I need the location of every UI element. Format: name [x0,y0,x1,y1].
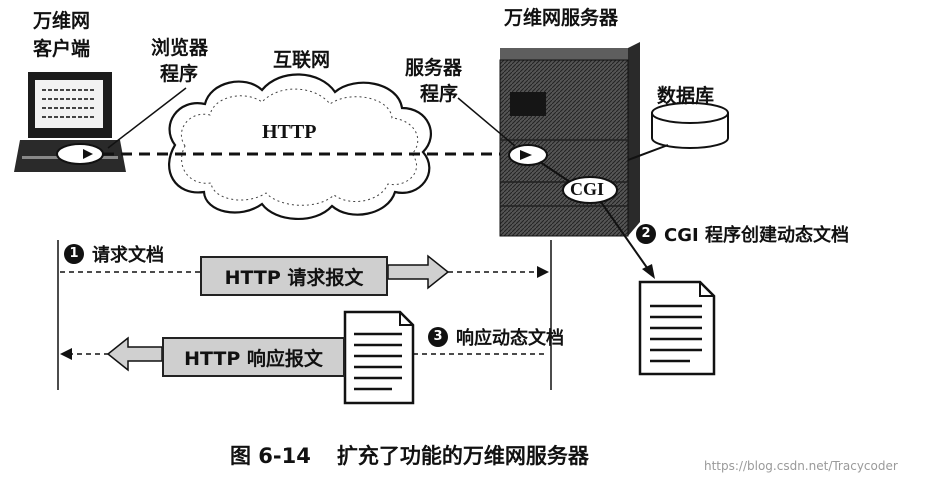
http-request-message-text: HTTP 请求报文 [224,266,364,289]
step1-number-badge: 1 [64,244,84,264]
client-computer-icon [14,72,126,172]
http-response-message-text: HTTP 响应报文 [184,347,323,370]
cgi-label: CGI [570,179,605,199]
response-document-icon [343,310,415,405]
client-title-line1: 万维网 [33,10,91,32]
step3-label: 3 响应动态文档 [428,327,564,350]
server-program-line1: 服务器 [405,57,463,79]
http-label: HTTP [262,121,317,143]
database-icon [627,102,729,161]
http-request-message-box: HTTP 请求报文 [200,256,388,296]
step3-text: 响应动态文档 [456,328,564,349]
response-hollow-arrow [106,336,163,372]
watermark-text: https://blog.csdn.net/Tracycoder [704,459,898,473]
server-program-line2: 程序 [420,83,459,105]
figure-caption: 图 6-14 扩充了功能的万维网服务器 [230,444,589,468]
step2-number-badge: 2 [636,224,656,244]
step1-text: 请求文档 [92,245,164,266]
figure-title: 扩充了功能的万维网服务器 [336,444,589,468]
internet-label: 互联网 [273,49,331,71]
step2-text: CGI 程序创建动态文档 [664,225,849,246]
cgi-ellipse [562,176,618,204]
server-tower-icon [499,42,640,237]
http-response-message-box: HTTP 响应报文 [162,337,345,377]
request-hollow-arrow [387,254,450,290]
dynamic-document-icon [638,280,716,376]
step1-label: 1 请求文档 [64,244,164,267]
database-label: 数据库 [657,85,715,107]
internet-cloud-icon [168,73,432,220]
browser-label-line1: 浏览器 [151,37,209,59]
step2-label: 2 CGI 程序创建动态文档 [636,224,849,247]
figure-number: 图 6-14 [230,444,311,468]
step3-number-badge: 3 [428,327,448,347]
client-title-line2: 客户端 [33,38,91,60]
server-title: 万维网服务器 [504,7,619,29]
browser-label-line2: 程序 [160,63,199,85]
